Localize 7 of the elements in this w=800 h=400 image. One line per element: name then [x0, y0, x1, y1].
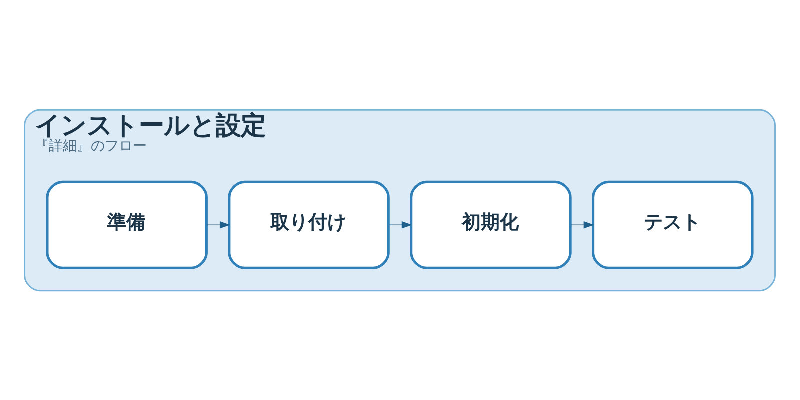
arrow — [206, 221, 230, 228]
node-box: テスト — [592, 180, 754, 269]
arrow — [388, 221, 412, 228]
node-box: 取り付け — [228, 180, 390, 269]
node-box: 準備 — [46, 180, 208, 269]
arrow — [570, 221, 594, 228]
node-box: 初期化 — [410, 180, 572, 269]
